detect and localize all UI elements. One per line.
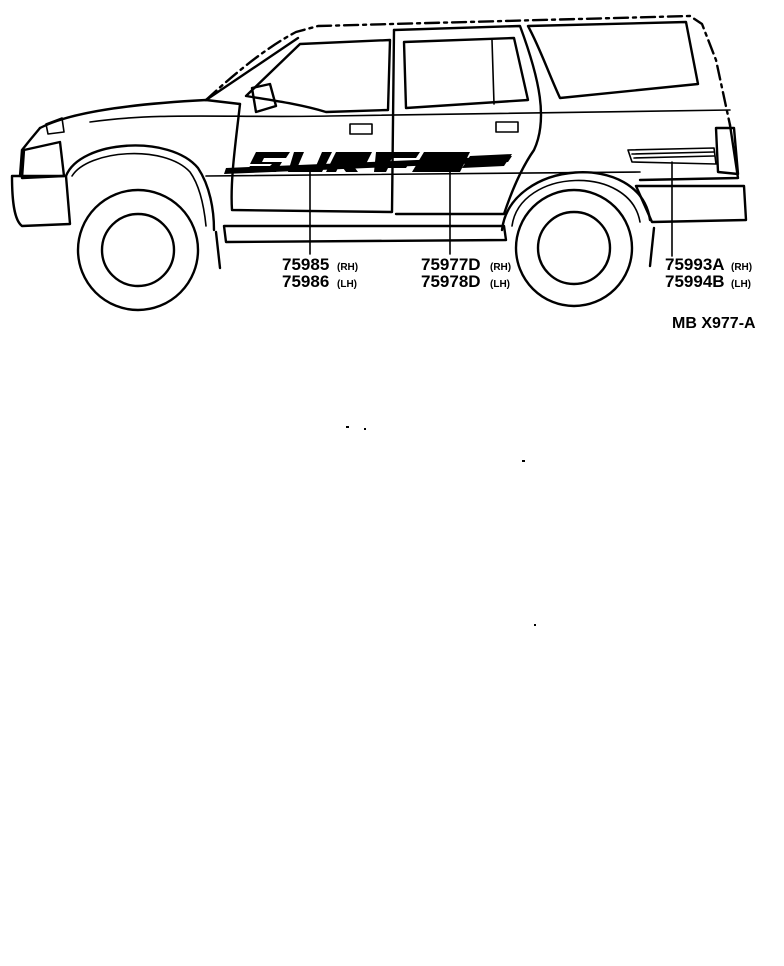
part-number-lh: 75978D [421,272,481,291]
rear-mudflap [648,226,656,268]
belt-line [89,109,731,123]
side-indicator-lh: (LH) [490,279,510,290]
part-number-rh: 75985 [282,255,329,274]
front-fascia [18,126,42,178]
front-wheel-arch [64,144,216,232]
side-indicator-rh: (RH) [731,262,752,273]
part-number-lh: 75986 [282,272,329,291]
door-stripe-lower [462,154,512,168]
quarter-window [526,20,700,100]
door-handle-rear [495,121,519,133]
tail-lamp [714,126,740,176]
side-indicator-lh: (LH) [731,279,751,290]
rear-window-divider [491,39,495,105]
rear-door [392,24,543,216]
side-indicator-lh: (LH) [337,279,357,290]
callout-front-door: 75985 (RH) 75986 (LH) [282,255,358,291]
leader-lines [309,161,673,257]
front-tire [76,188,200,312]
hood-line [38,98,242,130]
lower-body-line [205,171,641,177]
side-decals [224,147,717,174]
rocker-panel [222,224,508,244]
rear-fender-flare [511,179,641,227]
side-indicator-rh: (RH) [490,262,511,273]
vehicle-illustration [10,14,748,312]
headlamp [45,117,65,135]
front-mudflap [214,230,222,270]
side-mirror [250,82,278,114]
callout-rear-door: 75977D (RH) 75978D (LH) [421,255,511,291]
quarter-stripe [627,147,717,165]
grille [20,140,66,180]
door-stripe [224,156,512,174]
windshield [204,36,300,102]
front-fender-flare [71,152,207,227]
rear-bumper [634,184,748,224]
rear-tire [514,188,634,308]
part-number-lh: 75994B [665,272,725,291]
door-handle-front [349,123,373,135]
diagram-reference-code: MB X977-A [672,315,756,332]
front-bumper [10,174,72,228]
part-number-rh: 75977D [421,255,481,274]
scan-specks [346,426,536,626]
callout-quarter-panel: 75993A (RH) 75994B (LH) [665,255,752,291]
roof-line [204,14,732,127]
front-window [244,38,392,114]
rear-window [402,36,530,110]
part-number-rh: 75993A [665,255,725,274]
front-rim [100,212,176,288]
rear-rim [536,210,612,286]
side-indicator-rh: (RH) [337,262,358,273]
